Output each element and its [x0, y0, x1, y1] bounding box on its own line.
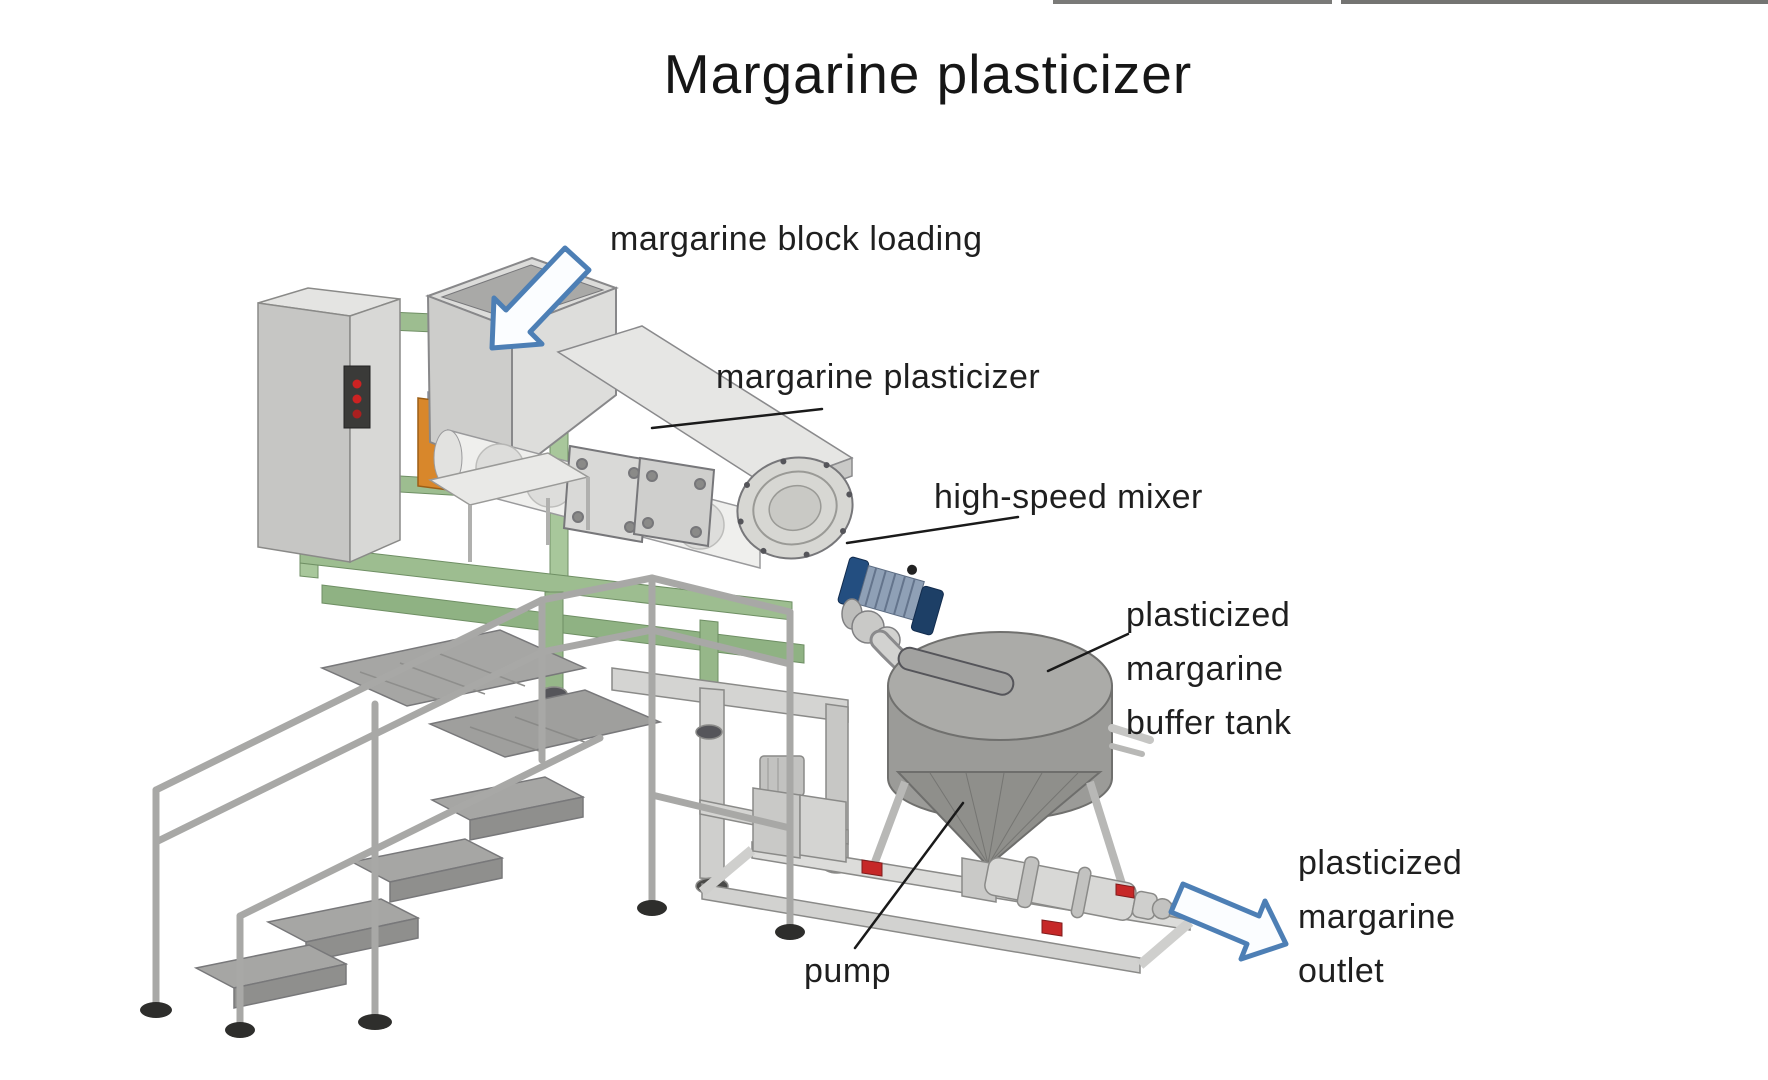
label-outlet-line3: outlet — [1298, 952, 1385, 990]
tank-leg — [1086, 780, 1126, 886]
loading-arrow-icon — [489, 245, 592, 351]
side-table — [428, 452, 590, 562]
tank-top-slot — [897, 646, 1015, 696]
label-outlet-line2: margarine — [1298, 898, 1456, 936]
tank-cone — [895, 771, 1103, 868]
label-buffer-tank-line1: plasticized — [1126, 596, 1291, 634]
window-edge-artifact — [1341, 0, 1768, 4]
buffer-tank — [871, 631, 1154, 886]
window-edge-artifact — [1053, 0, 1332, 4]
leader-pump — [853, 801, 965, 950]
label-outlet-line1: plasticized — [1298, 844, 1463, 882]
tank-side-stub — [1109, 743, 1145, 757]
leader-lines — [650, 407, 1130, 950]
label-pump: pump — [804, 952, 892, 990]
label-buffer-tank: plasticized margarine buffer tank — [1126, 588, 1292, 750]
leader-plasticizer — [650, 407, 824, 430]
high-speed-mixer-head — [736, 456, 854, 560]
label-high-speed-mixer: high-speed mixer — [934, 478, 1203, 516]
leader-buffer-tank — [1046, 632, 1130, 673]
control-pendant — [343, 365, 371, 429]
label-outlet: plasticized margarine outlet — [1298, 836, 1462, 998]
leveling-feet — [140, 900, 805, 1038]
platform-stairs — [193, 776, 586, 1009]
label-buffer-tank-line3: buffer tank — [1126, 704, 1292, 742]
tank-side-stub — [1108, 724, 1154, 744]
clamp-red — [861, 859, 1135, 937]
control-cabinet — [257, 287, 401, 564]
outlet-arrow-icon — [1168, 881, 1289, 962]
barrel-flanges — [562, 444, 716, 548]
page-title: Margarine plasticizer — [663, 43, 1193, 105]
tank-leg — [871, 780, 909, 864]
label-buffer-tank-line2: margarine — [1126, 650, 1284, 688]
label-margarine-block-loading: margarine block loading — [610, 220, 983, 258]
platform-railings — [152, 574, 794, 1030]
label-margarine-plasticizer: margarine plasticizer — [716, 358, 1041, 396]
pneumatic-actuator — [837, 556, 944, 654]
leader-mixer — [845, 515, 1020, 545]
